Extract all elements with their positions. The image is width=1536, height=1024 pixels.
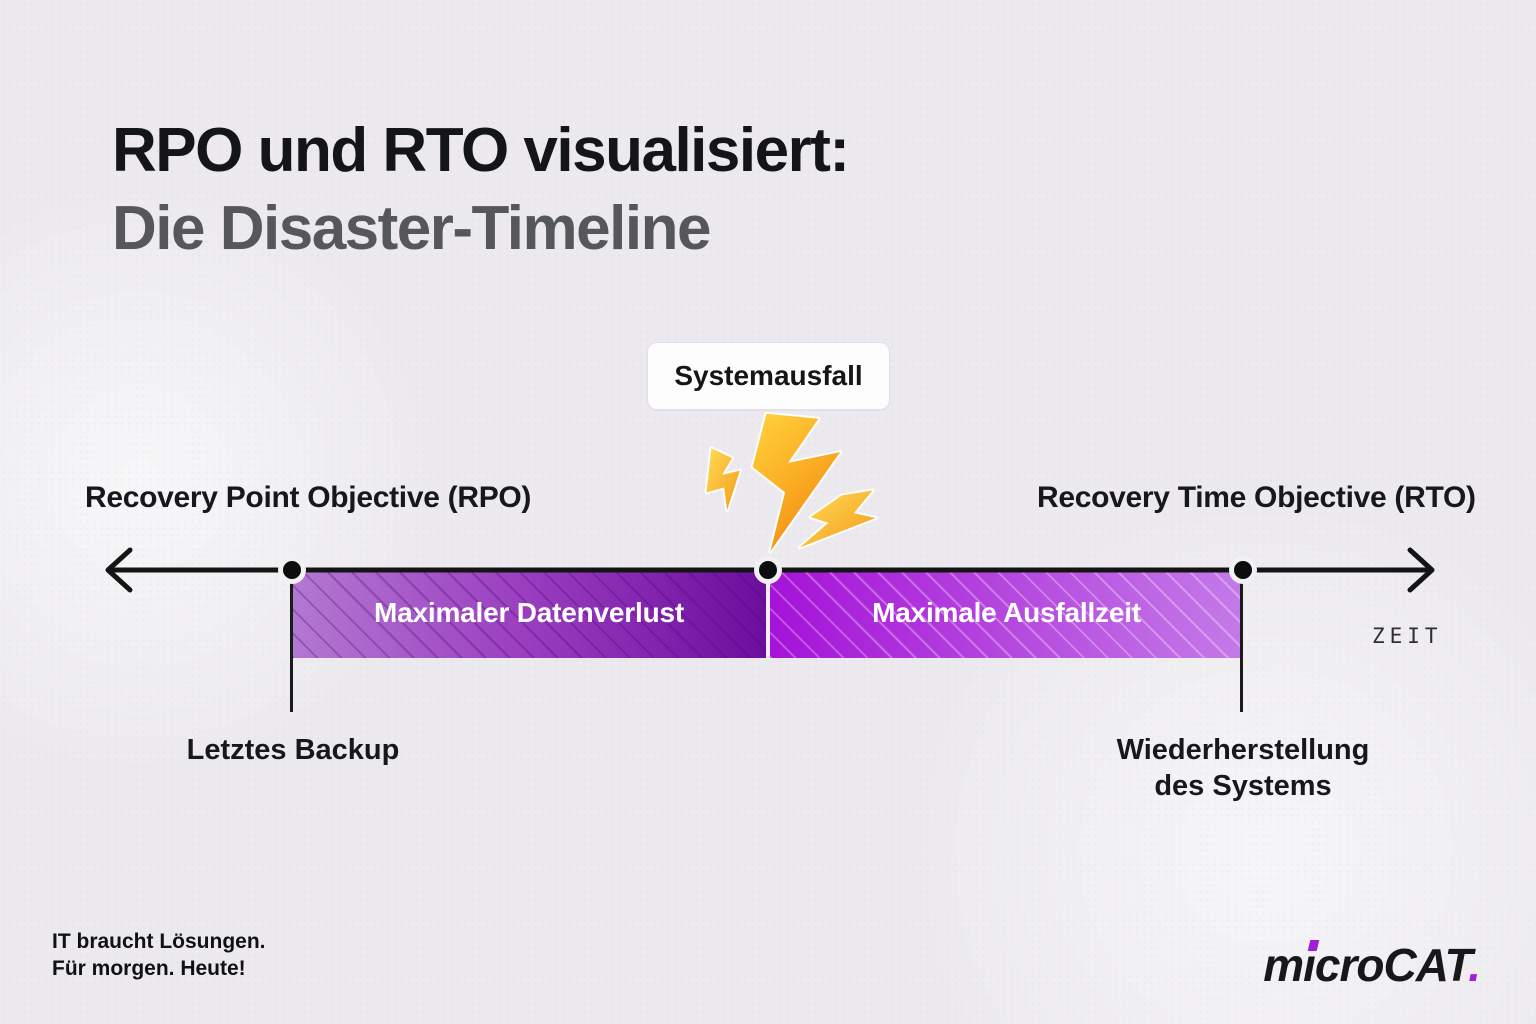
bolt-right-small (797, 488, 878, 550)
segment-rto-label: Maximale Ausfallzeit (872, 597, 1141, 628)
bolt-main (750, 411, 843, 554)
incident-label-box: Systemausfall (647, 342, 890, 410)
rto-label: Recovery Time Objective (RTO) (1037, 481, 1476, 514)
time-axis-label: ZEIT (1372, 624, 1443, 648)
recovery-label: Wiederherstellung des Systems (1117, 732, 1370, 804)
logo-i-stem: ı (1303, 939, 1316, 991)
footer-tagline: IT braucht Lösungen. Für morgen. Heute! (52, 928, 266, 982)
tagline-line2: Für morgen. Heute! (52, 957, 246, 980)
logo-micro-i: ı (1303, 938, 1320, 992)
logo-period: . (1468, 939, 1481, 991)
bolt-left-small (704, 446, 742, 513)
tagline-line1: IT braucht Lösungen. (52, 930, 266, 953)
segment-rpo-label: Maximaler Datenverlust (374, 597, 684, 628)
title-line-2: Die Disaster-Timeline (112, 194, 711, 263)
rpo-label: Recovery Point Objective (RPO) (85, 481, 532, 514)
lightning-bolt-icon (704, 411, 878, 554)
incident-label: Systemausfall (674, 360, 863, 391)
logo-micro-rest: cro (1314, 939, 1385, 991)
recovery-label-line2: des Systems (1154, 770, 1332, 802)
logo-cat: CAT (1383, 939, 1470, 991)
backup-point-dot (278, 556, 306, 584)
title-line-1: RPO und RTO visualisiert: (112, 116, 850, 185)
logo-micro-m: m (1263, 939, 1304, 991)
bar-separator (766, 568, 770, 658)
recovery-point-dot (1229, 556, 1257, 584)
backup-label: Letztes Backup (186, 734, 400, 766)
recovery-label-line1: Wiederherstellung (1116, 734, 1370, 766)
failure-point-dot (754, 556, 782, 584)
